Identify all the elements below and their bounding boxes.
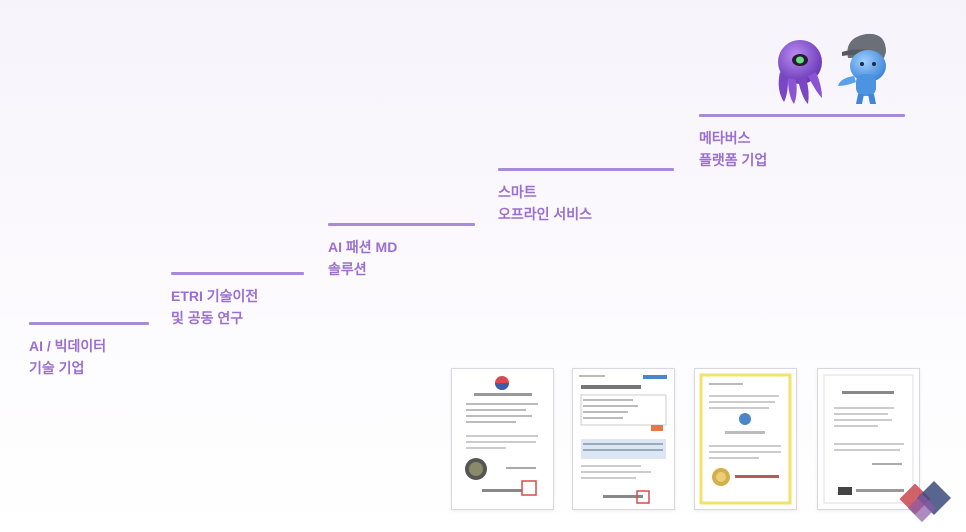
certificate-graphic	[823, 374, 914, 504]
step-metaverse: 메타버스 플랫폼 기업	[699, 114, 905, 171]
mascots	[770, 28, 890, 106]
certificate-document	[451, 368, 554, 510]
step-smart-offline: 스마트 오프라인 서비스	[498, 168, 674, 225]
step-etri: ETRI 기술이전 및 공동 연구	[171, 272, 304, 329]
step-label: AI / 빅데이터 기술 기업	[29, 335, 149, 379]
certificate-document	[817, 368, 920, 510]
step-divider	[328, 223, 475, 226]
step-label-line2: 솔루션	[328, 261, 367, 277]
certificate-document	[694, 368, 797, 510]
step-label-line2: 플랫폼 기업	[699, 152, 768, 168]
certificate-graphic	[699, 373, 792, 505]
step-divider	[171, 272, 304, 275]
step-label-line2: 및 공동 연구	[171, 310, 244, 326]
step-label: ETRI 기술이전 및 공동 연구	[171, 285, 304, 329]
step-ai-bigdata: AI / 빅데이터 기술 기업	[29, 322, 149, 379]
company-logo-icon	[898, 480, 960, 526]
blue-mascot-with-cap-icon	[838, 33, 886, 104]
step-label: 스마트 오프라인 서비스	[498, 181, 674, 225]
step-divider	[498, 168, 674, 171]
step-label-line2: 오프라인 서비스	[498, 206, 593, 222]
certificate-document	[572, 368, 675, 510]
step-label: 메타버스 플랫폼 기업	[699, 127, 905, 171]
step-label-line1: 스마트	[498, 184, 537, 200]
step-label-line1: 메타버스	[699, 130, 751, 146]
step-label-line1: AI 패션 MD	[328, 239, 398, 255]
certificate-graphic	[465, 376, 538, 496]
step-label: AI 패션 MD 솔루션	[328, 236, 475, 280]
step-ai-fashion-md: AI 패션 MD 솔루션	[328, 223, 475, 280]
step-divider	[29, 322, 149, 325]
step-label-line1: ETRI 기술이전	[171, 288, 259, 304]
step-label-line2: 기술 기업	[29, 360, 85, 376]
purple-octopus-mascot-icon	[778, 33, 886, 104]
certificate-graphic	[579, 375, 667, 504]
step-divider	[699, 114, 905, 117]
step-label-line1: AI / 빅데이터	[29, 338, 107, 354]
